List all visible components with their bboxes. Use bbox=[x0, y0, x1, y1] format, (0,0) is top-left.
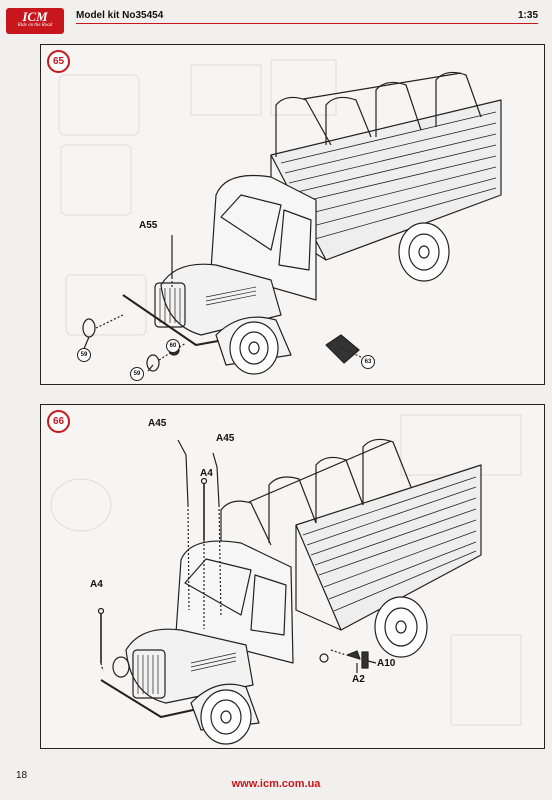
part-label-a4: A4 bbox=[200, 468, 213, 479]
truck-drawing-step-66 bbox=[50, 414, 522, 745]
logo-brand: ICM bbox=[22, 9, 48, 24]
callout-60: 60 bbox=[166, 339, 180, 353]
scale-label: 1:35 bbox=[517, 10, 538, 21]
callout-59: 59 bbox=[77, 348, 91, 362]
step-number-badge: 65 bbox=[47, 50, 70, 73]
website-url: www.icm.com.ua bbox=[231, 778, 321, 790]
part-label-a4-second: A4 bbox=[90, 579, 103, 590]
model-kit-number: Model kit No35454 bbox=[76, 10, 164, 21]
truck-drawing-step-65 bbox=[58, 59, 502, 375]
callout-63: 63 bbox=[361, 355, 375, 369]
logo-tagline: Ride on the Road bbox=[17, 23, 53, 28]
page-header: ICM Ride on the Road Model kit No35454 1… bbox=[0, 0, 552, 40]
step-65-panel: 65 A55 59 60 59 63 bbox=[40, 44, 545, 385]
callout-59-second: 59 bbox=[130, 367, 144, 381]
part-label-a45-second: A45 bbox=[216, 433, 235, 444]
page-number: 18 bbox=[16, 770, 28, 781]
part-label-a55: A55 bbox=[139, 220, 158, 231]
part-label-a10: A10 bbox=[377, 658, 396, 669]
step-66-panel: 66 A45 A45 A4 A4 A10 A2 bbox=[40, 404, 545, 749]
part-label-a45: A45 bbox=[148, 418, 167, 429]
part-label-a2: A2 bbox=[352, 674, 365, 685]
icm-logo: ICM Ride on the Road bbox=[6, 8, 64, 34]
step-number-badge: 66 bbox=[47, 410, 70, 433]
header-rule bbox=[76, 23, 538, 24]
